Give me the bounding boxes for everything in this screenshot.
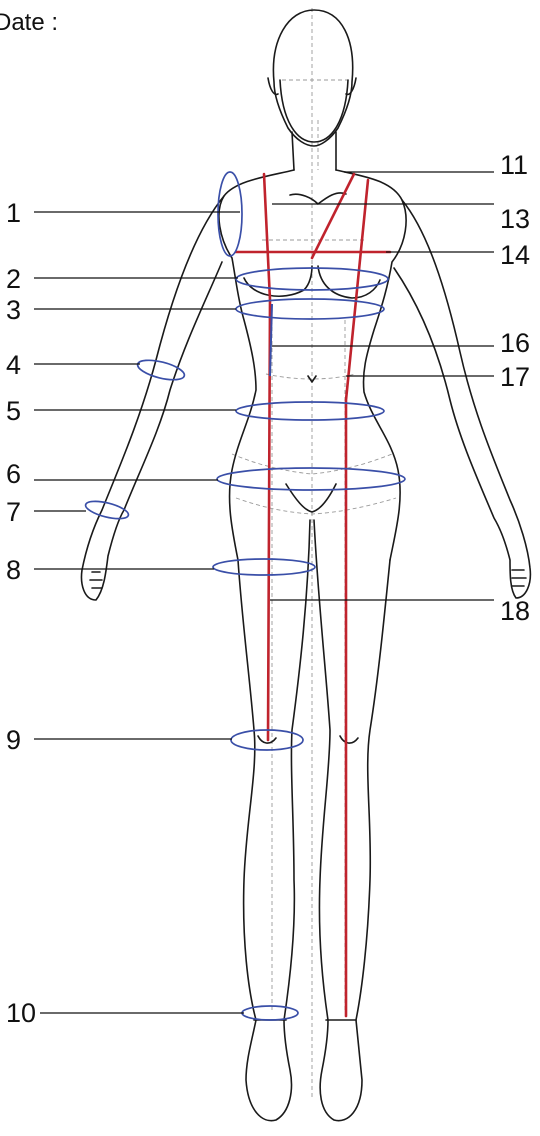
label-4: 4 [6,350,21,380]
label-5: 5 [6,396,21,426]
label-14: 14 [500,240,530,270]
label-6: 6 [6,459,21,489]
right-leg [314,520,390,1121]
front-shoulder-to-ankle-line [346,180,368,1016]
label-17: 17 [500,362,530,392]
front-length-line [264,174,270,740]
label-11: 11 [500,150,528,180]
date-label: Date : [0,9,58,36]
left-arm [82,196,224,600]
upper-arm-girth [136,356,186,383]
thigh-girth [213,559,315,575]
underbust-girth [236,299,384,319]
label-13: 13 [500,204,530,234]
leader-lines [34,172,494,1013]
left-leg [238,520,310,1121]
length-measurements [236,174,390,1016]
head-outline [273,10,352,146]
label-7: 7 [6,497,21,527]
croquis-outline [82,10,531,1121]
armscye-girth [218,172,242,256]
ankle-girth [242,1006,298,1020]
label-9: 9 [6,725,21,755]
label-18: 18 [500,596,530,626]
label-16: 16 [500,328,530,358]
label-2: 2 [6,264,21,294]
hip-girth [217,468,405,490]
label-10: 10 [6,998,36,1028]
face-outline [280,80,348,142]
neck-to-bust-diagonal [312,174,354,258]
label-8: 8 [6,555,21,585]
waist-girth [236,402,384,420]
label-3: 3 [6,295,21,325]
label-1: 1 [6,198,21,228]
